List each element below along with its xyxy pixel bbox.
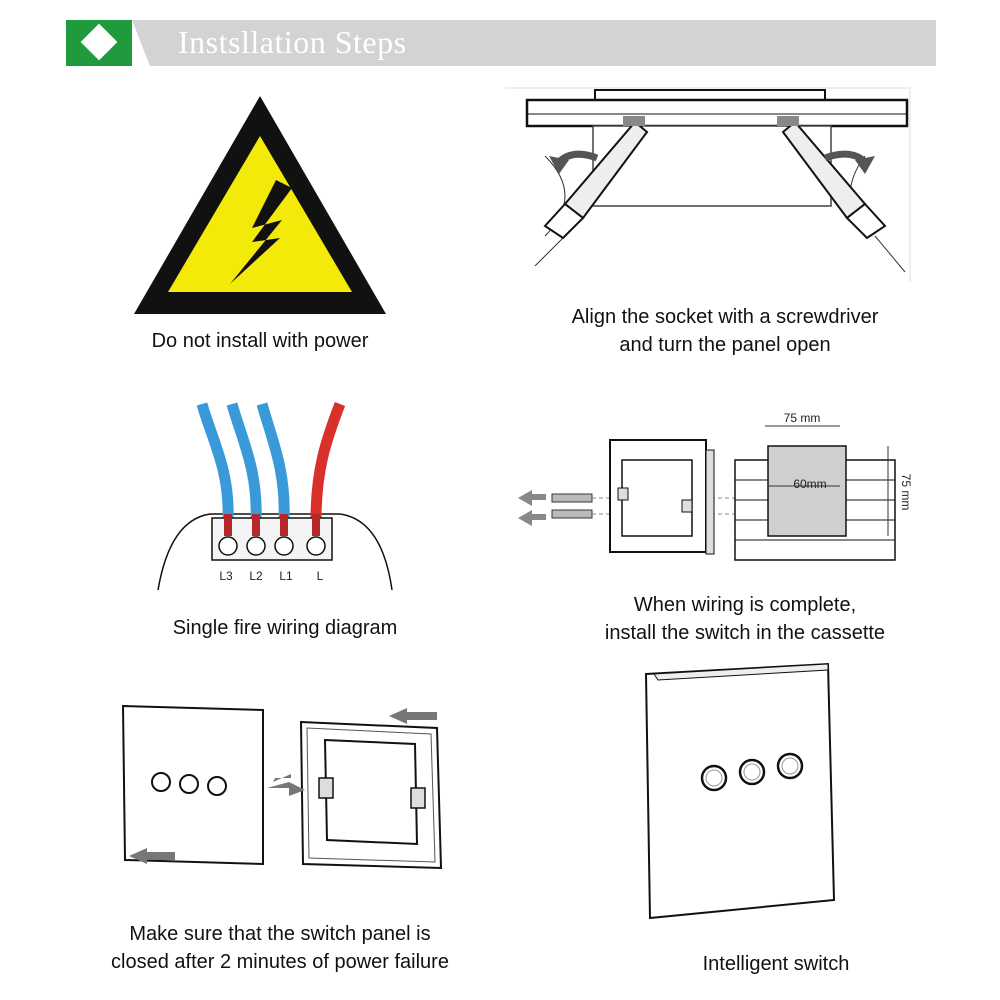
smart-switch-icon: [644, 662, 836, 920]
cassette-install-icon: 75 mm 60mm 75 mm: [518, 411, 913, 561]
wire-l2: [226, 402, 262, 521]
step6-caption: Intelligent switch: [702, 953, 850, 975]
panel-close-icon: [121, 704, 443, 870]
diamond-icon: [80, 23, 118, 61]
step1-caption: Do not install with power: [151, 330, 369, 352]
dim-depth-label: 60mm: [793, 477, 826, 491]
screwdriver-panel-icon: [505, 87, 911, 282]
terminal-label-l: L: [317, 569, 324, 583]
wiring-diagram-icon: L3 L2 L1 L: [157, 402, 393, 590]
section-header: Instsllation Steps: [66, 20, 936, 66]
terminal-label-l2: L2: [249, 569, 263, 583]
wire-l: [310, 402, 346, 521]
step2-caption-line1: Align the socket with a screwdriver: [571, 306, 879, 328]
header-title: Instsllation Steps: [178, 24, 407, 60]
step5-caption: Make sure that the switch panel is close…: [70, 920, 490, 976]
wire-l3: [196, 402, 234, 521]
dim-width-label: 75 mm: [784, 411, 821, 425]
terminal-label-l3: L3: [219, 569, 233, 583]
step4-caption-line1: When wiring is complete,: [633, 594, 857, 616]
step2-caption: Align the socket with a screwdriver and …: [505, 303, 945, 359]
step5-caption-line2: closed after 2 minutes of power failure: [111, 951, 449, 973]
header-accent: [66, 20, 132, 66]
step4-caption-line2: install the switch in the cassette: [604, 622, 886, 644]
high-voltage-warning-icon: [134, 96, 386, 314]
step4-caption: When wiring is complete, install the swi…: [525, 591, 965, 647]
terminal-label-l1: L1: [279, 569, 293, 583]
step5-caption-line1: Make sure that the switch panel is: [129, 923, 431, 945]
step2-caption-line2: and turn the panel open: [619, 334, 831, 356]
step3-caption: Single fire wiring diagram: [172, 617, 398, 639]
wire-l1: [256, 402, 290, 521]
dim-height-label: 75 mm: [899, 474, 913, 511]
